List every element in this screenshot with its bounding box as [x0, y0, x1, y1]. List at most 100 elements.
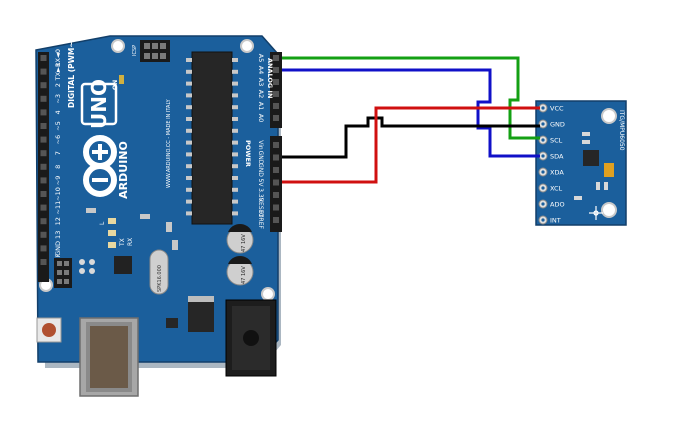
digital-pin-hole[interactable] [40, 177, 47, 184]
uno-text: UNO [87, 79, 111, 129]
digital-pin-hole[interactable] [40, 191, 47, 197]
digital-pin-hole[interactable] [40, 259, 47, 265]
usb-chip [114, 256, 132, 274]
digital-pin-hole[interactable] [40, 150, 47, 157]
mpu-pin-label: XCL [550, 184, 563, 192]
chip-pin [232, 58, 238, 62]
power-pin-hole[interactable] [273, 142, 279, 148]
wire-5v-vcc [282, 106, 540, 184]
chip-pin [186, 117, 192, 121]
digital-pin-label: 8 [54, 165, 62, 169]
analog-pin-label: A2 [257, 90, 265, 99]
dc-power-jack [225, 299, 277, 377]
digital-pin-label: 13 [54, 231, 62, 239]
analog-pin-hole[interactable] [273, 67, 279, 73]
icsp-label: ICSP [132, 45, 138, 56]
chip-pin [232, 105, 238, 110]
power-header-label: POWER [244, 140, 252, 167]
status-leds: L TX RX [99, 218, 134, 248]
icsp-header-bottom [54, 258, 72, 288]
mpu-pin-label: XDA [550, 168, 564, 176]
mpu-pin-label: INT [550, 216, 561, 224]
arduino-infinity-logo [83, 135, 117, 197]
capacitor-1: 47 16V [226, 223, 254, 254]
power-pin-hole[interactable] [273, 167, 279, 173]
chip-pin [186, 81, 192, 86]
digital-pin-label: 12 [54, 217, 62, 225]
capacitor-1-label: 47 16V [241, 234, 247, 252]
digital-pin-label: ~11 [54, 201, 62, 215]
digital-pin-hole[interactable] [40, 55, 47, 61]
analog-pin-label: A1 [257, 102, 265, 111]
power-pin-label: Vin [257, 140, 264, 150]
digital-pin-label: ~10 [54, 187, 62, 201]
digital-pin-hole[interactable] [40, 95, 47, 102]
chip-pin [232, 93, 238, 98]
power-pin-label: RESET [257, 198, 264, 218]
arduino-uno-board: DIGITAL (PWM~) RX◄0TX►12~34~5~678~9~10~1… [35, 35, 282, 397]
chip-pin [232, 117, 238, 121]
chip-pin [232, 128, 238, 133]
digital-pin-label: 2 [54, 83, 62, 87]
chip-pin [186, 176, 192, 180]
digital-pin-hole[interactable] [40, 231, 47, 238]
chip-pin [186, 69, 192, 74]
power-pin-hole[interactable] [273, 204, 279, 211]
digital-pin-label: ~5 [54, 121, 62, 131]
power-pin-hole[interactable] [273, 179, 279, 186]
digital-pin-label: TX►1 [54, 63, 62, 82]
chip-pin [232, 187, 238, 192]
chip-pin [232, 176, 238, 180]
arduino-brand-text: ARDUINO [117, 141, 130, 199]
digital-pin-hole[interactable] [40, 109, 47, 116]
digital-pin-hole[interactable] [40, 136, 47, 143]
analog-pin-hole[interactable] [273, 79, 279, 85]
digital-pin-label: RX◄0 [54, 49, 62, 67]
analog-pin-hole[interactable] [273, 55, 279, 61]
digital-header-label: DIGITAL (PWM~) [67, 38, 76, 108]
chip-pin [186, 199, 192, 204]
mpu-pin-label: GND [550, 120, 565, 128]
analog-header-label: ANALOG IN [266, 58, 274, 98]
usb-connector [79, 317, 139, 397]
chip-pin [232, 140, 238, 145]
reset-button[interactable] [36, 317, 62, 343]
analog-pin-hole[interactable] [273, 115, 279, 121]
analog-pin-hole[interactable] [273, 103, 279, 109]
capacitor-2: 47 16V [226, 255, 254, 286]
led-label-l: L [99, 221, 106, 225]
power-pin-hole[interactable] [273, 217, 279, 223]
power-pin-label: GND [257, 151, 264, 165]
wire-a4-sda [282, 68, 540, 158]
digital-pin-hole[interactable] [40, 68, 47, 75]
chip-pin [186, 164, 192, 169]
on-led [119, 75, 124, 84]
digital-pin-label: GND [54, 241, 62, 256]
mpu-pin-label: VCC [550, 104, 564, 112]
chip-pin [232, 164, 238, 169]
power-pin-hole[interactable] [273, 192, 279, 198]
digital-pin-hole[interactable] [40, 82, 47, 89]
power-pin-label: 3.3V [257, 188, 264, 203]
chip-pin [186, 93, 192, 98]
digital-pin-label: 7 [54, 151, 62, 155]
chip-pin [232, 69, 238, 74]
digital-pin-hole[interactable] [40, 163, 47, 170]
digital-pin-hole[interactable] [40, 218, 47, 225]
analog-pin-label: A3 [257, 78, 265, 87]
analog-pin-hole[interactable] [273, 91, 279, 97]
atmega-chip [191, 51, 233, 225]
digital-pin-hole[interactable] [40, 245, 47, 252]
chip-pin [186, 187, 192, 192]
digital-pin-hole[interactable] [40, 204, 47, 211]
power-pin-hole[interactable] [273, 154, 279, 161]
digital-pin-label: ~6 [54, 135, 62, 145]
analog-pin-label: A5 [257, 54, 265, 63]
digital-pin-hole[interactable] [40, 123, 47, 129]
led-label-rx: RX [127, 238, 134, 246]
chip-pin [232, 81, 238, 86]
crystal [149, 249, 169, 295]
chip-pin [232, 152, 238, 157]
